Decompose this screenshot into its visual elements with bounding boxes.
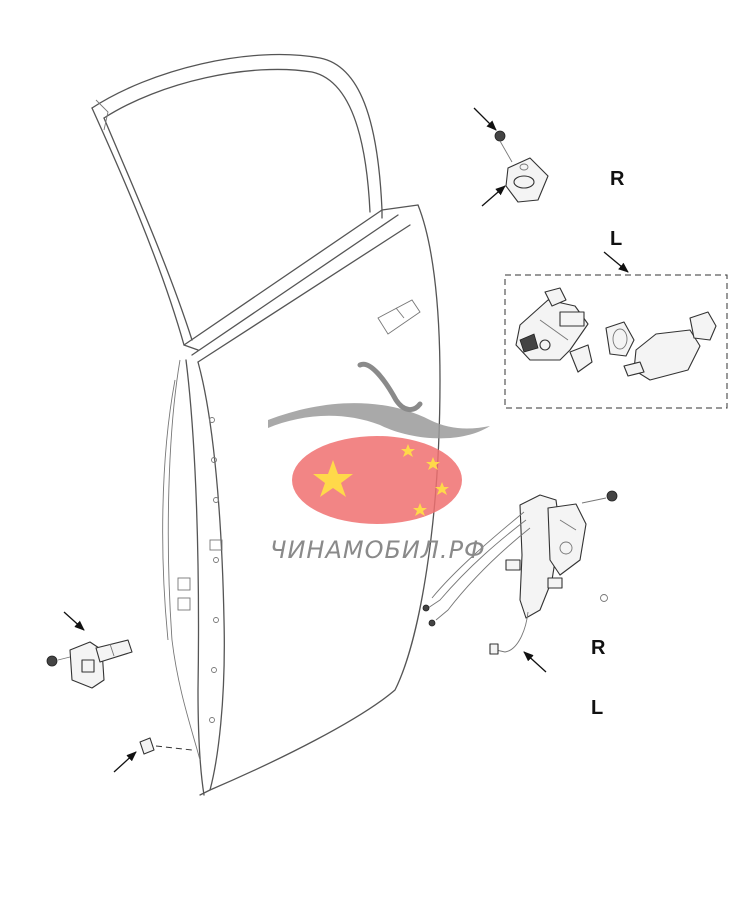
outer-handle-group-box bbox=[504, 274, 728, 409]
door-check bbox=[46, 639, 133, 689]
label-striker-r: R bbox=[610, 168, 625, 190]
watermark-small-star-icon bbox=[401, 444, 415, 457]
actuator-screw bbox=[581, 490, 618, 602]
door-check-arrow bbox=[63, 611, 85, 631]
watermark-small-star-icon bbox=[413, 503, 427, 516]
label-lock-r: R bbox=[591, 637, 606, 659]
harness-arrow bbox=[523, 651, 547, 673]
door-lock-actuator bbox=[422, 494, 587, 655]
watermark-big-star-icon bbox=[313, 460, 353, 497]
striker-bolt-arrow bbox=[473, 107, 497, 131]
label-lock-l: L bbox=[591, 697, 603, 719]
watermark-text: ЧИНАМОБИЛ.РФ bbox=[270, 536, 486, 564]
door-striker bbox=[494, 130, 549, 203]
rear-door-panel bbox=[91, 53, 441, 796]
door-bolt-holes bbox=[209, 417, 219, 723]
handle-group-arrow bbox=[603, 251, 629, 273]
striker-plate-arrow bbox=[481, 185, 506, 207]
watermark: ЧИНАМОБИЛ.РФ bbox=[268, 361, 490, 564]
door-bolt bbox=[139, 737, 193, 755]
label-handle-l: L bbox=[610, 228, 622, 250]
watermark-small-star-icon bbox=[426, 457, 440, 470]
door-bolt-arrow bbox=[113, 751, 137, 773]
watermark-small-star-icon bbox=[435, 482, 449, 495]
watermark-flag-ellipse bbox=[292, 436, 462, 524]
outer-handle-assembly bbox=[515, 287, 717, 381]
